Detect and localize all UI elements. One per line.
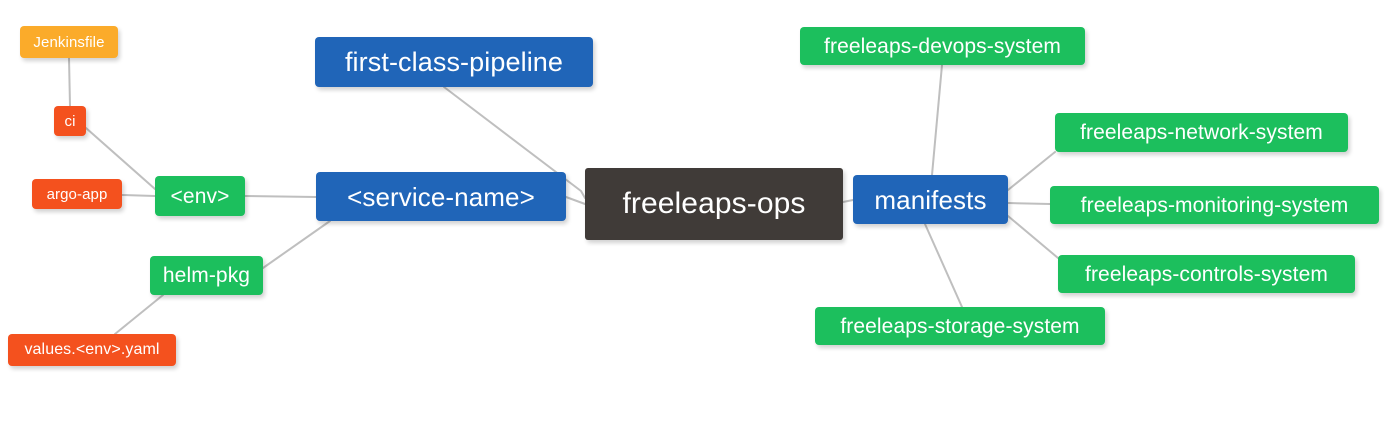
mindmap-node-freeleaps-monitoring-system[interactable]: freeleaps-monitoring-system — [1050, 186, 1379, 224]
edge-freeleaps-ops-to-service-name — [565, 196, 586, 205]
mindmap-node-service-name[interactable]: <service-name> — [316, 172, 566, 221]
edge-freeleaps-ops-to-manifests — [842, 199, 854, 203]
mindmap-node-jenkinsfile[interactable]: Jenkinsfile — [20, 26, 118, 58]
mindmap-node-freeleaps-network-system[interactable]: freeleaps-network-system — [1055, 113, 1348, 152]
mindmap-node-freeleaps-ops[interactable]: freeleaps-ops — [585, 168, 843, 240]
edge-helm-pkg-to-values-env-yaml — [114, 294, 164, 335]
mindmap-node-ci[interactable]: ci — [54, 106, 86, 136]
mindmap-node-freeleaps-controls-system[interactable]: freeleaps-controls-system — [1058, 255, 1355, 293]
edge-manifests-to-freeleaps-monitoring-system — [1007, 202, 1051, 205]
mindmap-node-values-env-yaml[interactable]: values.<env>.yaml — [8, 334, 176, 366]
edge-env-to-argo-app — [121, 194, 156, 197]
mindmap-node-helm-pkg[interactable]: helm-pkg — [150, 256, 263, 295]
edge-manifests-to-freeleaps-network-system — [1007, 151, 1056, 191]
edge-manifests-to-freeleaps-storage-system — [924, 223, 963, 308]
mindmap-node-manifests[interactable]: manifests — [853, 175, 1008, 224]
mindmap-node-freeleaps-devops-system[interactable]: freeleaps-devops-system — [800, 27, 1085, 65]
edge-service-name-to-helm-pkg — [262, 220, 331, 269]
edge-service-name-to-env — [244, 195, 317, 198]
mindmap-node-env[interactable]: <env> — [155, 176, 245, 216]
mindmap-node-freeleaps-storage-system[interactable]: freeleaps-storage-system — [815, 307, 1105, 345]
mindmap-node-argo-app[interactable]: argo-app — [32, 179, 122, 209]
edge-ci-to-jenkinsfile — [68, 57, 71, 107]
edge-manifests-to-freeleaps-devops-system — [931, 64, 943, 176]
mindmap-node-first-class-pipeline[interactable]: first-class-pipeline — [315, 37, 593, 87]
